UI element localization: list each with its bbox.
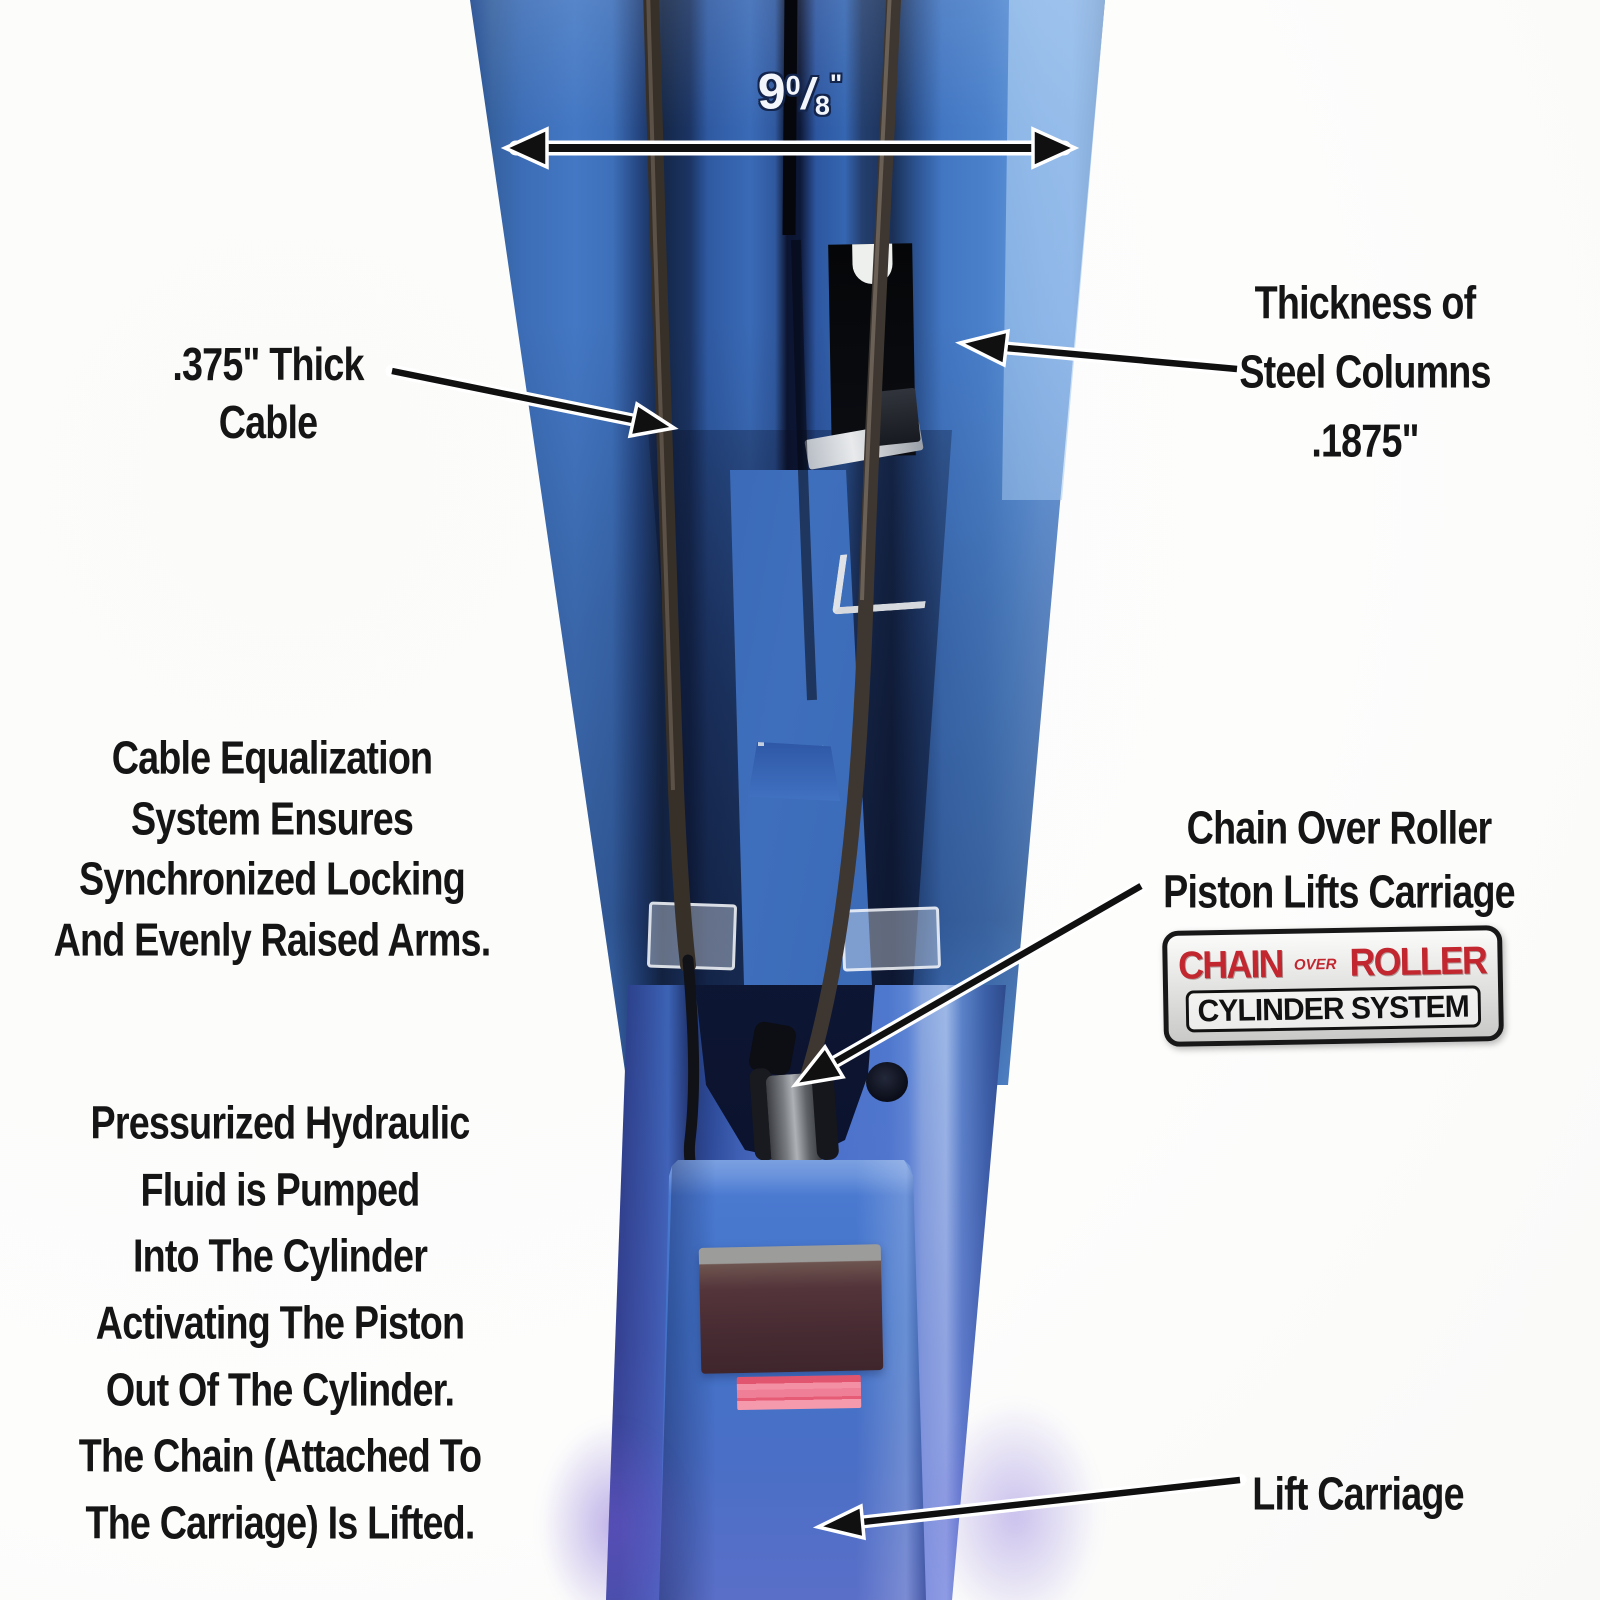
warning-label	[736, 1374, 862, 1411]
hydraulic-text: Pressurized Hydraulic Fluid is Pumped In…	[78, 1090, 482, 1557]
badge-word-over: OVER	[1293, 955, 1337, 974]
measurement-whole: 9	[757, 63, 786, 120]
paragraph-line: Pressurized Hydraulic	[90, 1096, 470, 1149]
cable-callout: .375" Thick Cable	[172, 336, 364, 452]
badge-word-roller: ROLLER	[1349, 939, 1487, 985]
equalizer-bracket-left	[646, 901, 738, 971]
paragraph-line: System Ensures	[130, 792, 414, 845]
lock-release-tab	[852, 243, 893, 285]
photo-tint	[540, 1420, 690, 1600]
callout-line: .1875"	[1311, 414, 1419, 467]
chain-over-roller-badge: CHAIN OVER ROLLER CYLINDER SYSTEM	[1162, 925, 1504, 1047]
paragraph-line: Synchronized Locking	[78, 853, 466, 905]
chain-roller-pulley	[747, 1020, 843, 1169]
bracket-pin	[758, 742, 764, 746]
measurement-denominator: 8	[814, 90, 830, 121]
paragraph-line: The Carriage) Is Lifted.	[85, 1496, 475, 1549]
measurement-unit: "	[829, 68, 843, 99]
paragraph-line: Activating The Piston	[95, 1296, 465, 1349]
callout-line: Steel Columns	[1239, 345, 1491, 398]
badge-top-line: CHAIN OVER ROLLER	[1173, 939, 1492, 989]
carriage-hole	[866, 1062, 908, 1102]
callout-line: Chain Over Roller	[1186, 801, 1493, 854]
callout-line: Cable	[218, 396, 318, 448]
lock-latch-block	[869, 387, 921, 447]
badge-word-chain: CHAIN	[1177, 943, 1283, 988]
lift-carriage-callout: Lift Carriage	[1252, 1467, 1464, 1520]
chain-roller-callout: Chain Over Roller Piston Lifts Carriage	[1163, 796, 1515, 925]
callout-line: .375" Thick	[172, 338, 364, 391]
width-measurement-label: 90/8"	[758, 63, 842, 122]
paragraph-line: And Evenly Raised Arms.	[53, 913, 492, 966]
paragraph-line: Out Of The Cylinder.	[105, 1363, 455, 1416]
carriage-rubber-pad	[698, 1244, 884, 1374]
fraction-slash: /	[801, 69, 814, 119]
measurement-numerator: 0	[785, 70, 801, 101]
callout-line: Piston Lifts Carriage	[1163, 866, 1515, 918]
paragraph-line: The Chain (Attached To	[78, 1430, 482, 1483]
badge-bottom-line: CYLINDER SYSTEM	[1185, 985, 1481, 1033]
paragraph-line: Into The Cylinder	[132, 1229, 428, 1282]
callout-line: Thickness of	[1254, 276, 1477, 329]
lock-latch-wire	[831, 548, 934, 615]
equalizer-bracket-right	[840, 906, 942, 972]
equalization-text: Cable Equalization System Ensures Synchr…	[53, 728, 492, 971]
paragraph-line: Fluid is Pumped	[140, 1163, 420, 1216]
columns-callout: Thickness of Steel Columns .1875"	[1239, 269, 1491, 476]
paragraph-line: Cable Equalization	[111, 731, 433, 784]
